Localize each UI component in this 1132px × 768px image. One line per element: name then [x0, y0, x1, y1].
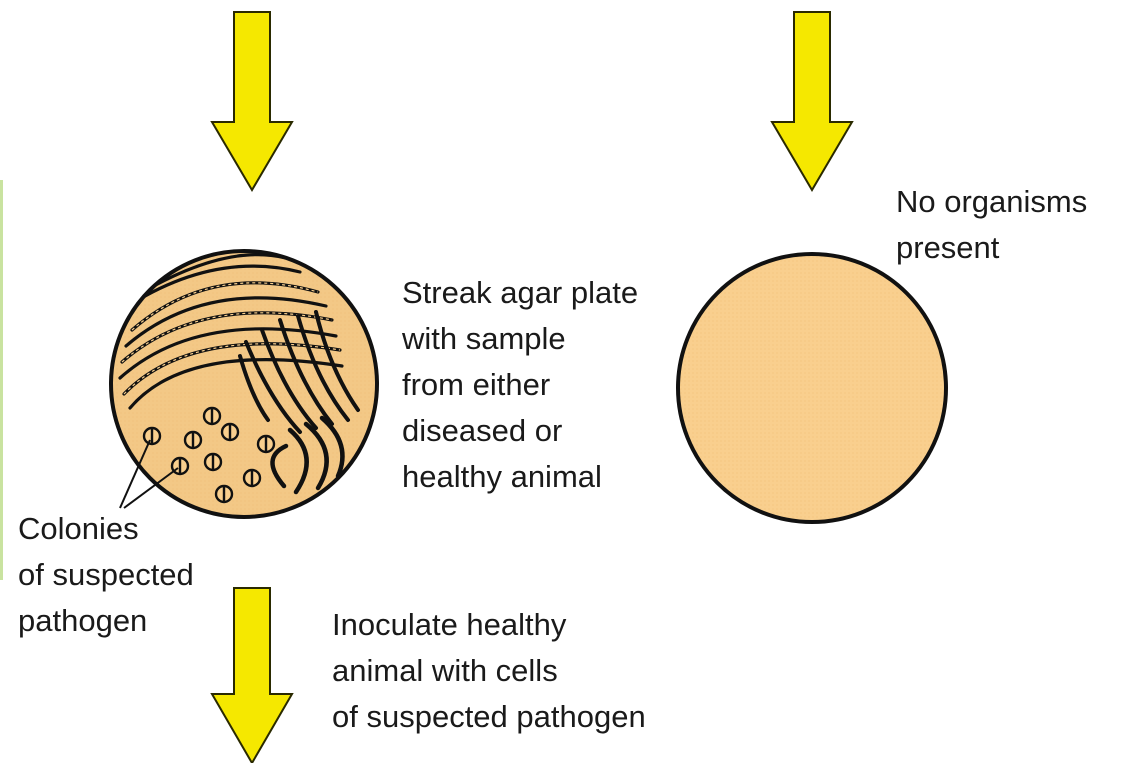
no-organisms-label: No organisms present: [896, 179, 1087, 271]
blank-agar-plate: [678, 254, 946, 522]
arrow-top-left: [212, 12, 292, 190]
arrow-bottom-left: [212, 588, 292, 763]
streaked-agar-plate: [110, 250, 380, 520]
arrow-top-right: [772, 12, 852, 190]
streak-plate-label: Streak agar plate with sample from eithe…: [402, 270, 638, 500]
inoculate-label: Inoculate healthy animal with cells of s…: [332, 602, 646, 740]
left-edge-bar: [0, 180, 3, 580]
colonies-label: Colonies of suspected pathogen: [18, 506, 194, 644]
